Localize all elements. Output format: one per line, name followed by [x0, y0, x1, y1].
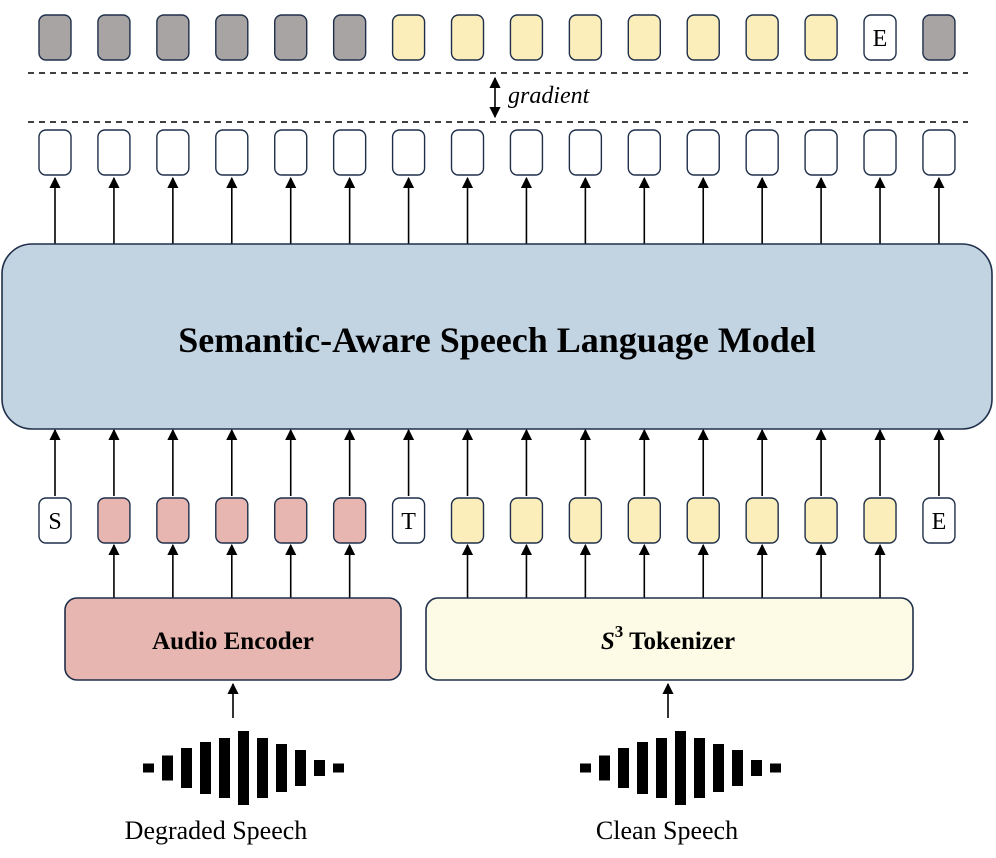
audio-encoder-block: [64, 597, 402, 681]
target-token-gray: [215, 14, 249, 61]
waveform-bar: [751, 760, 762, 776]
output-token-white: [568, 129, 603, 176]
input-token-label: S: [48, 509, 61, 535]
target-token-yellow: [804, 14, 838, 61]
target-token-gray: [156, 14, 190, 61]
output-token-white: [332, 129, 367, 176]
waveform-bar: [599, 755, 610, 781]
output-token-white: [686, 129, 720, 176]
language-model-block: [1, 243, 993, 430]
tokenizer-superscript: 3: [615, 622, 624, 641]
waveform-bar: [219, 738, 230, 798]
input-token-pink: [215, 497, 249, 544]
input-token-yellow: [804, 497, 838, 544]
target-token-yellow: [686, 14, 720, 61]
waveform-bar: [143, 763, 154, 773]
waveform-bar: [770, 763, 781, 773]
audio-encoder-title: Audio Encoder: [152, 628, 314, 655]
output-token-row: [38, 129, 956, 176]
waveform-bar: [637, 742, 648, 794]
target-token-yellow: [568, 14, 603, 61]
s3-tokenizer-block: [425, 597, 914, 681]
degraded-speech-caption: Degraded Speech: [125, 816, 308, 845]
target-token-gray: [922, 14, 956, 61]
waveform-bar: [295, 750, 306, 786]
input-token-label: E: [932, 509, 947, 535]
target-token-gray: [274, 14, 308, 61]
clean-waveform-icon: [580, 731, 781, 805]
input-token-yellow: [627, 497, 661, 544]
target-token-gray: [332, 14, 367, 61]
output-token-white: [97, 129, 131, 176]
waveform-bar: [162, 755, 173, 781]
input-token-label: T: [401, 509, 416, 535]
input-token-yellow: [450, 497, 485, 544]
waveform-bar: [257, 738, 268, 798]
target-token-yellow: [450, 14, 485, 61]
encoder-arrows: [108, 543, 886, 598]
waveform-bar: [314, 760, 325, 776]
input-token-white: [38, 497, 72, 544]
target-token-yellow: [509, 14, 544, 61]
waveform-bar: [675, 731, 686, 805]
waveform-bar: [276, 744, 287, 792]
s3-tokenizer-title: S3 Tokenizer: [601, 622, 735, 655]
output-token-white: [509, 129, 544, 176]
target-token-yellow: [745, 14, 779, 61]
input-token-pink: [156, 497, 190, 544]
input-token-white: [922, 497, 956, 544]
target-token-label: E: [873, 26, 888, 52]
waveform-bar: [238, 731, 249, 805]
degraded-waveform-icon: [143, 731, 344, 805]
target-token-gray: [97, 14, 131, 61]
input-token-yellow: [745, 497, 779, 544]
waveform-bar: [694, 738, 705, 798]
input-token-white: [391, 497, 426, 544]
waveform-bar: [713, 744, 724, 792]
input-token-yellow: [568, 497, 603, 544]
output-token-white: [156, 129, 190, 176]
output-token-white: [922, 129, 956, 176]
input-token-yellow: [863, 497, 897, 544]
output-token-white: [274, 129, 308, 176]
input-token-pink: [332, 497, 367, 544]
output-token-white: [215, 129, 249, 176]
waveform-bar: [618, 748, 629, 788]
input-token-pink: [274, 497, 308, 544]
waveform-bar: [333, 763, 344, 773]
output-token-white: [391, 129, 426, 176]
tokenizer-word: Tokenizer: [623, 628, 735, 655]
tokenizer-symbol: S: [601, 628, 615, 655]
output-token-white: [627, 129, 661, 176]
output-token-white: [745, 129, 779, 176]
output-token-white: [38, 129, 72, 176]
input-arrows: [49, 428, 945, 496]
language-model-title: Semantic-Aware Speech Language Model: [178, 320, 816, 360]
input-token-yellow: [509, 497, 544, 544]
input-token-yellow: [686, 497, 720, 544]
target-token-row: E: [38, 14, 956, 61]
input-token-pink: [97, 497, 131, 544]
waveform-bar: [181, 748, 192, 788]
target-token-white: [863, 14, 897, 61]
gradient-label: gradient: [508, 83, 591, 109]
output-token-white: [804, 129, 838, 176]
waveform-bar: [656, 738, 667, 798]
waveform-bar: [580, 763, 591, 773]
target-token-gray: [38, 14, 72, 61]
target-token-yellow: [391, 14, 426, 61]
output-token-white: [450, 129, 485, 176]
waveform-bar: [200, 742, 211, 794]
waveform-bar: [732, 750, 743, 786]
output-arrows: [49, 176, 945, 244]
target-token-yellow: [627, 14, 661, 61]
output-token-white: [863, 129, 897, 176]
clean-speech-caption: Clean Speech: [596, 816, 738, 845]
